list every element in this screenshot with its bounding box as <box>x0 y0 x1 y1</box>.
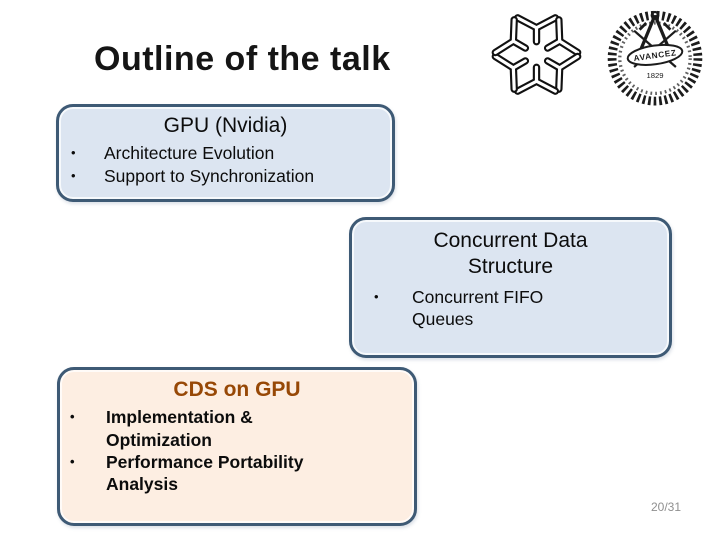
box-cds-bullet-list: • Concurrent FIFO Queues <box>352 286 669 331</box>
bullet-dot-icon: • <box>71 145 76 161</box>
callout-box-cds-on-gpu: CDS on GPU • Implementation & Optimizati… <box>57 367 417 526</box>
box-cdsgpu-bullet-list: • Implementation & Optimization • Perfor… <box>60 406 414 496</box>
box-gpu-title: GPU (Nvidia) <box>163 114 288 137</box>
callout-box-gpu: GPU (Nvidia) • Architecture Evolution • … <box>56 104 395 202</box>
callout-box-concurrent-data-structure: Concurrent Data Structure • Concurrent F… <box>349 217 672 358</box>
bullet-dot-icon: • <box>374 288 379 304</box>
seal-banner: AVANCEZ <box>626 43 684 66</box>
bullet-text: Implementation & Optimization <box>106 407 253 450</box>
bullet-text: Architecture Evolution <box>104 143 275 164</box>
bullet-dot-icon: • <box>70 454 75 470</box>
university-seal-icon: AVANCEZ 1829 <box>607 10 703 106</box>
bullet-dot-icon: • <box>70 409 75 425</box>
list-item: • Concurrent FIFO Queues <box>368 286 669 331</box>
hexagon-corners-logo-icon <box>487 4 586 105</box>
bullet-dot-icon: • <box>71 167 76 183</box>
list-item: • Performance Portability Analysis <box>68 451 414 496</box>
bullet-text: Concurrent FIFO Queues <box>412 286 544 329</box>
list-item: • Architecture Evolution <box>67 142 392 164</box>
bullet-text: Support to Synchronization <box>104 165 315 186</box>
page-number: 20/31 <box>650 500 682 514</box>
box-cds-title: Concurrent Data Structure <box>433 229 588 279</box>
list-item: • Implementation & Optimization <box>68 406 414 451</box>
box-cdsgpu-title: CDS on GPU <box>173 378 301 401</box>
list-item: • Support to Synchronization <box>67 165 392 187</box>
seal-year-text: 1829 <box>646 71 663 80</box>
page-title: Outline of the talk <box>94 40 391 78</box>
bullet-text: Performance Portability Analysis <box>106 452 304 495</box>
box-gpu-bullet-list: • Architecture Evolution • Support to Sy… <box>59 142 392 187</box>
